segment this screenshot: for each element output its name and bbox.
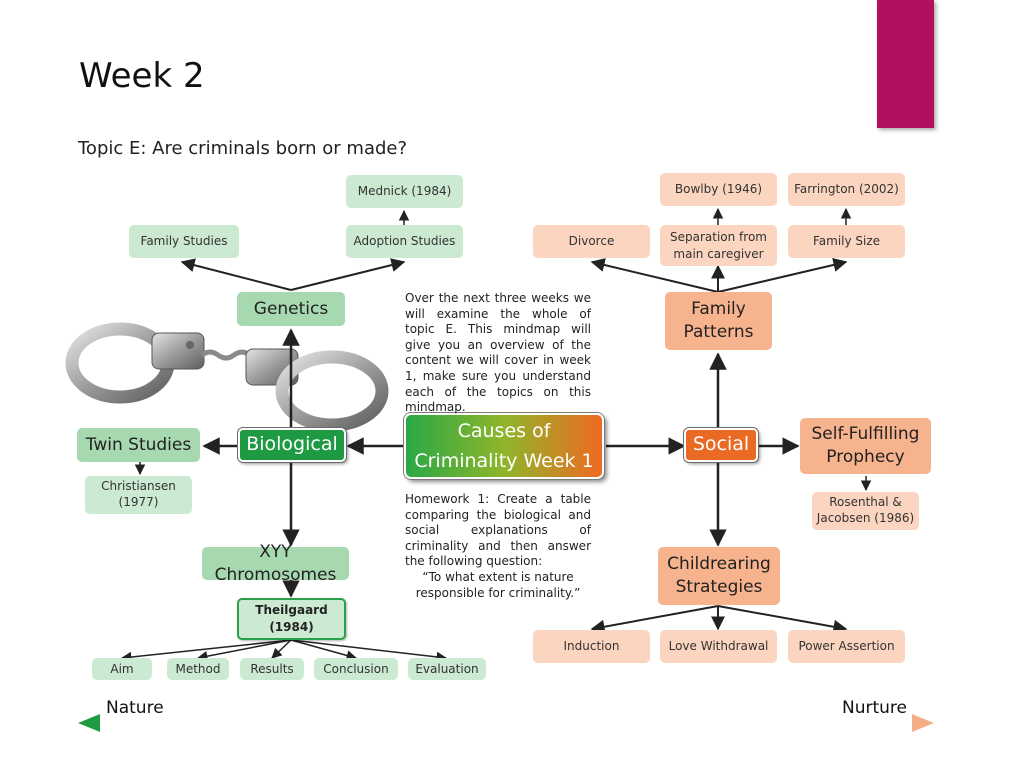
method-node: Method bbox=[167, 658, 229, 680]
adoption-studies-node: Adoption Studies bbox=[346, 225, 463, 258]
handcuffs-image bbox=[65, 322, 389, 432]
self-fulfilling-line-2: Prophecy bbox=[826, 447, 905, 467]
rosenthal-line-1: Rosenthal & bbox=[829, 495, 902, 510]
family-patterns-line-2: Patterns bbox=[683, 322, 754, 342]
divorce-node: Divorce bbox=[533, 225, 650, 258]
childrearing-strategies-node: Childrearing Strategies bbox=[658, 547, 780, 605]
christiansen-line-2: (1977) bbox=[118, 495, 159, 509]
center-line-2: Criminality Week 1 bbox=[414, 450, 594, 472]
family-patterns-line-1: Family bbox=[691, 299, 746, 320]
conclusion-node: Conclusion bbox=[314, 658, 398, 680]
accent-bar bbox=[877, 0, 934, 128]
bowlby-node: Bowlby (1946) bbox=[660, 173, 777, 206]
theilgaard-line-1: Theilgaard bbox=[255, 603, 328, 618]
christiansen-node: Christiansen (1977) bbox=[85, 476, 192, 514]
family-size-node: Family Size bbox=[788, 225, 905, 258]
social-node: Social bbox=[684, 428, 758, 462]
xyy-chromosomes-node: XYY Chromosomes bbox=[202, 542, 349, 585]
causes-of-criminality-node: Causes of Criminality Week 1 bbox=[404, 413, 604, 479]
farrington-node: Farrington (2002) bbox=[788, 173, 905, 206]
genetics-node: Genetics bbox=[237, 292, 345, 326]
evaluation-node: Evaluation bbox=[408, 658, 486, 680]
mednick-node: Mednick (1984) bbox=[346, 175, 463, 208]
family-patterns-node: Family Patterns bbox=[665, 292, 772, 350]
childrearing-line-2: Strategies bbox=[675, 577, 763, 597]
power-assertion-node: Power Assertion bbox=[788, 630, 905, 663]
nurture-arrowhead bbox=[912, 714, 934, 732]
aim-node: Aim bbox=[92, 658, 152, 680]
overview-text: Over the next three weeks we will examin… bbox=[405, 291, 591, 415]
self-fulfilling-prophecy-node: Self-Fulfilling Prophecy bbox=[800, 418, 931, 474]
induction-node: Induction bbox=[533, 630, 650, 663]
theilgaard-line-2: (1984) bbox=[269, 620, 314, 634]
homework-quote: “To what extent is nature responsible fo… bbox=[405, 570, 591, 601]
nurture-label: Nurture bbox=[842, 698, 907, 718]
quote-line-1: “To what extent is nature bbox=[422, 570, 574, 584]
rosenthal-line-2: Jacobsen (1986) bbox=[816, 511, 915, 525]
self-fulfilling-line-1: Self-Fulfilling bbox=[811, 424, 920, 445]
separation-line-1: Separation from bbox=[670, 230, 767, 245]
theilgaard-node: Theilgaard (1984) bbox=[237, 598, 346, 640]
quote-line-2: responsible for criminality.” bbox=[415, 585, 581, 600]
biological-node: Biological bbox=[238, 428, 346, 462]
love-withdrawal-node: Love Withdrawal bbox=[660, 630, 777, 663]
homework-text: Homework 1: Create a table comparing the… bbox=[405, 492, 591, 569]
nature-label: Nature bbox=[106, 698, 164, 718]
separation-line-2: main caregiver bbox=[673, 246, 764, 261]
nature-arrowhead bbox=[78, 714, 100, 732]
family-studies-node: Family Studies bbox=[129, 225, 239, 258]
topic-title: Topic E: Are criminals born or made? bbox=[78, 138, 408, 159]
twin-studies-node: Twin Studies bbox=[77, 428, 200, 462]
rosenthal-node: Rosenthal & Jacobsen (1986) bbox=[812, 492, 919, 530]
results-node: Results bbox=[240, 658, 304, 680]
center-line-1: Causes of bbox=[457, 419, 551, 442]
childrearing-line-1: Childrearing bbox=[667, 554, 771, 575]
christiansen-line-1: Christiansen bbox=[101, 479, 176, 494]
slide-title: Week 2 bbox=[79, 56, 205, 96]
separation-node: Separation from main caregiver bbox=[660, 225, 777, 266]
